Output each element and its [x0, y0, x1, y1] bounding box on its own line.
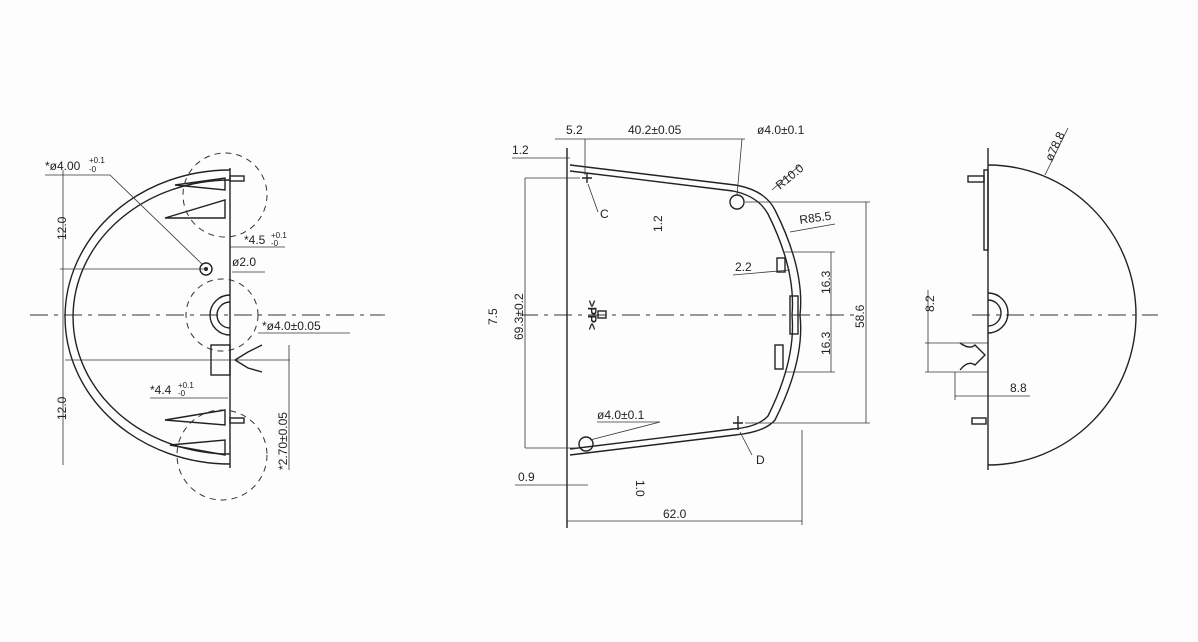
material-mark: >PP<: [585, 300, 599, 330]
wall-1-2: 1.2: [651, 215, 665, 232]
slot-height-label: *2.70±0.05: [276, 412, 290, 470]
front-outer-profile: [569, 164, 802, 456]
dim-1-2-top: 1.2: [512, 143, 529, 157]
dim-8-8: 8.8: [1010, 381, 1027, 395]
hole-top-label: ø4.0±0.1: [757, 123, 805, 137]
detail-circle-bottom: [176, 409, 268, 501]
dim-12-upper: 12.0: [55, 216, 69, 240]
radius-85-5: R85.5: [798, 209, 832, 227]
left-top-pin: [229, 175, 245, 182]
hole-bottom-label: ø4.0±0.1: [597, 408, 645, 422]
right-flange: [983, 169, 989, 251]
radius-10: R10.0: [773, 161, 807, 193]
hole-dia-label: *ø4.00: [45, 159, 81, 173]
front-inner-profile: [569, 170, 794, 450]
right-bottom-pin: [971, 417, 987, 425]
front-view: 5.2 40.2±0.05 ø4.0±0.1 1.2 C 1.2 R10.0 R…: [486, 123, 870, 528]
front-upper-clip: [776, 257, 786, 273]
dim-16-3-lower: 16.3: [819, 331, 833, 355]
wall-1-0: 1.0: [633, 480, 647, 497]
slot-tol-upper: +0.1: [178, 381, 194, 390]
hole-tol-lower: -0: [89, 165, 97, 174]
hole-top-circle: [729, 194, 745, 210]
right-notch: [987, 292, 1009, 334]
tab-width-label: *4.5: [244, 233, 266, 247]
slot-width-label: *4.4: [150, 383, 172, 397]
right-top-pin: [967, 175, 985, 183]
dim-40-2: 40.2±0.05: [628, 123, 682, 137]
small-hole-label: ø2.0: [232, 255, 256, 269]
slot-shape: [234, 344, 263, 373]
hole-bottom-circle: [578, 436, 594, 452]
right-view: ø78.8 8.2 8.8: [923, 127, 1158, 470]
front-side-tab: [789, 295, 799, 335]
dim-2-2: 2.2: [735, 260, 752, 274]
label-c: C: [600, 207, 609, 221]
dim-16-3-upper: 16.3: [819, 270, 833, 294]
left-bottom-rib: [164, 409, 226, 456]
dim-5-2: 5.2: [566, 123, 583, 137]
tab-tol-lower: -0: [271, 239, 279, 248]
left-inner-arc: [72, 179, 231, 455]
hole-tol-upper: +0.1: [89, 156, 105, 165]
dim-12-lower: 12.0: [55, 396, 69, 420]
slot-dia-label: *ø4.0±0.05: [262, 319, 321, 333]
dim-62: 62.0: [663, 507, 687, 521]
mark-crosses: [582, 173, 743, 430]
label-d: D: [756, 453, 765, 467]
left-bottom-pin: [229, 417, 245, 424]
gate-mark: [597, 310, 607, 319]
dim-58-6: 58.6: [853, 304, 867, 328]
left-top-rib: [164, 177, 226, 219]
detail-circle-mid: [185, 278, 259, 352]
detail-circle-top: [182, 152, 268, 238]
right-dome: [987, 164, 1137, 466]
diameter-label: ø78.8: [1042, 129, 1068, 163]
slot-tol-lower: -0: [178, 389, 186, 398]
dim-8-2: 8.2: [923, 295, 937, 312]
dim-7-5: 7.5: [486, 308, 500, 325]
right-slot: [959, 342, 986, 371]
left-notch: [209, 294, 231, 336]
front-lower-clip: [774, 344, 784, 370]
dim-0-9: 0.9: [518, 470, 535, 484]
left-outer-arc: [64, 169, 231, 465]
left-view: *ø4.00 +0.1 -0 12.0 12.0 *4.5 +0.1 -0 ø2…: [30, 152, 385, 501]
tab-tol-upper: +0.1: [271, 231, 287, 240]
dim-69-3: 69.3±0.2: [512, 293, 526, 340]
